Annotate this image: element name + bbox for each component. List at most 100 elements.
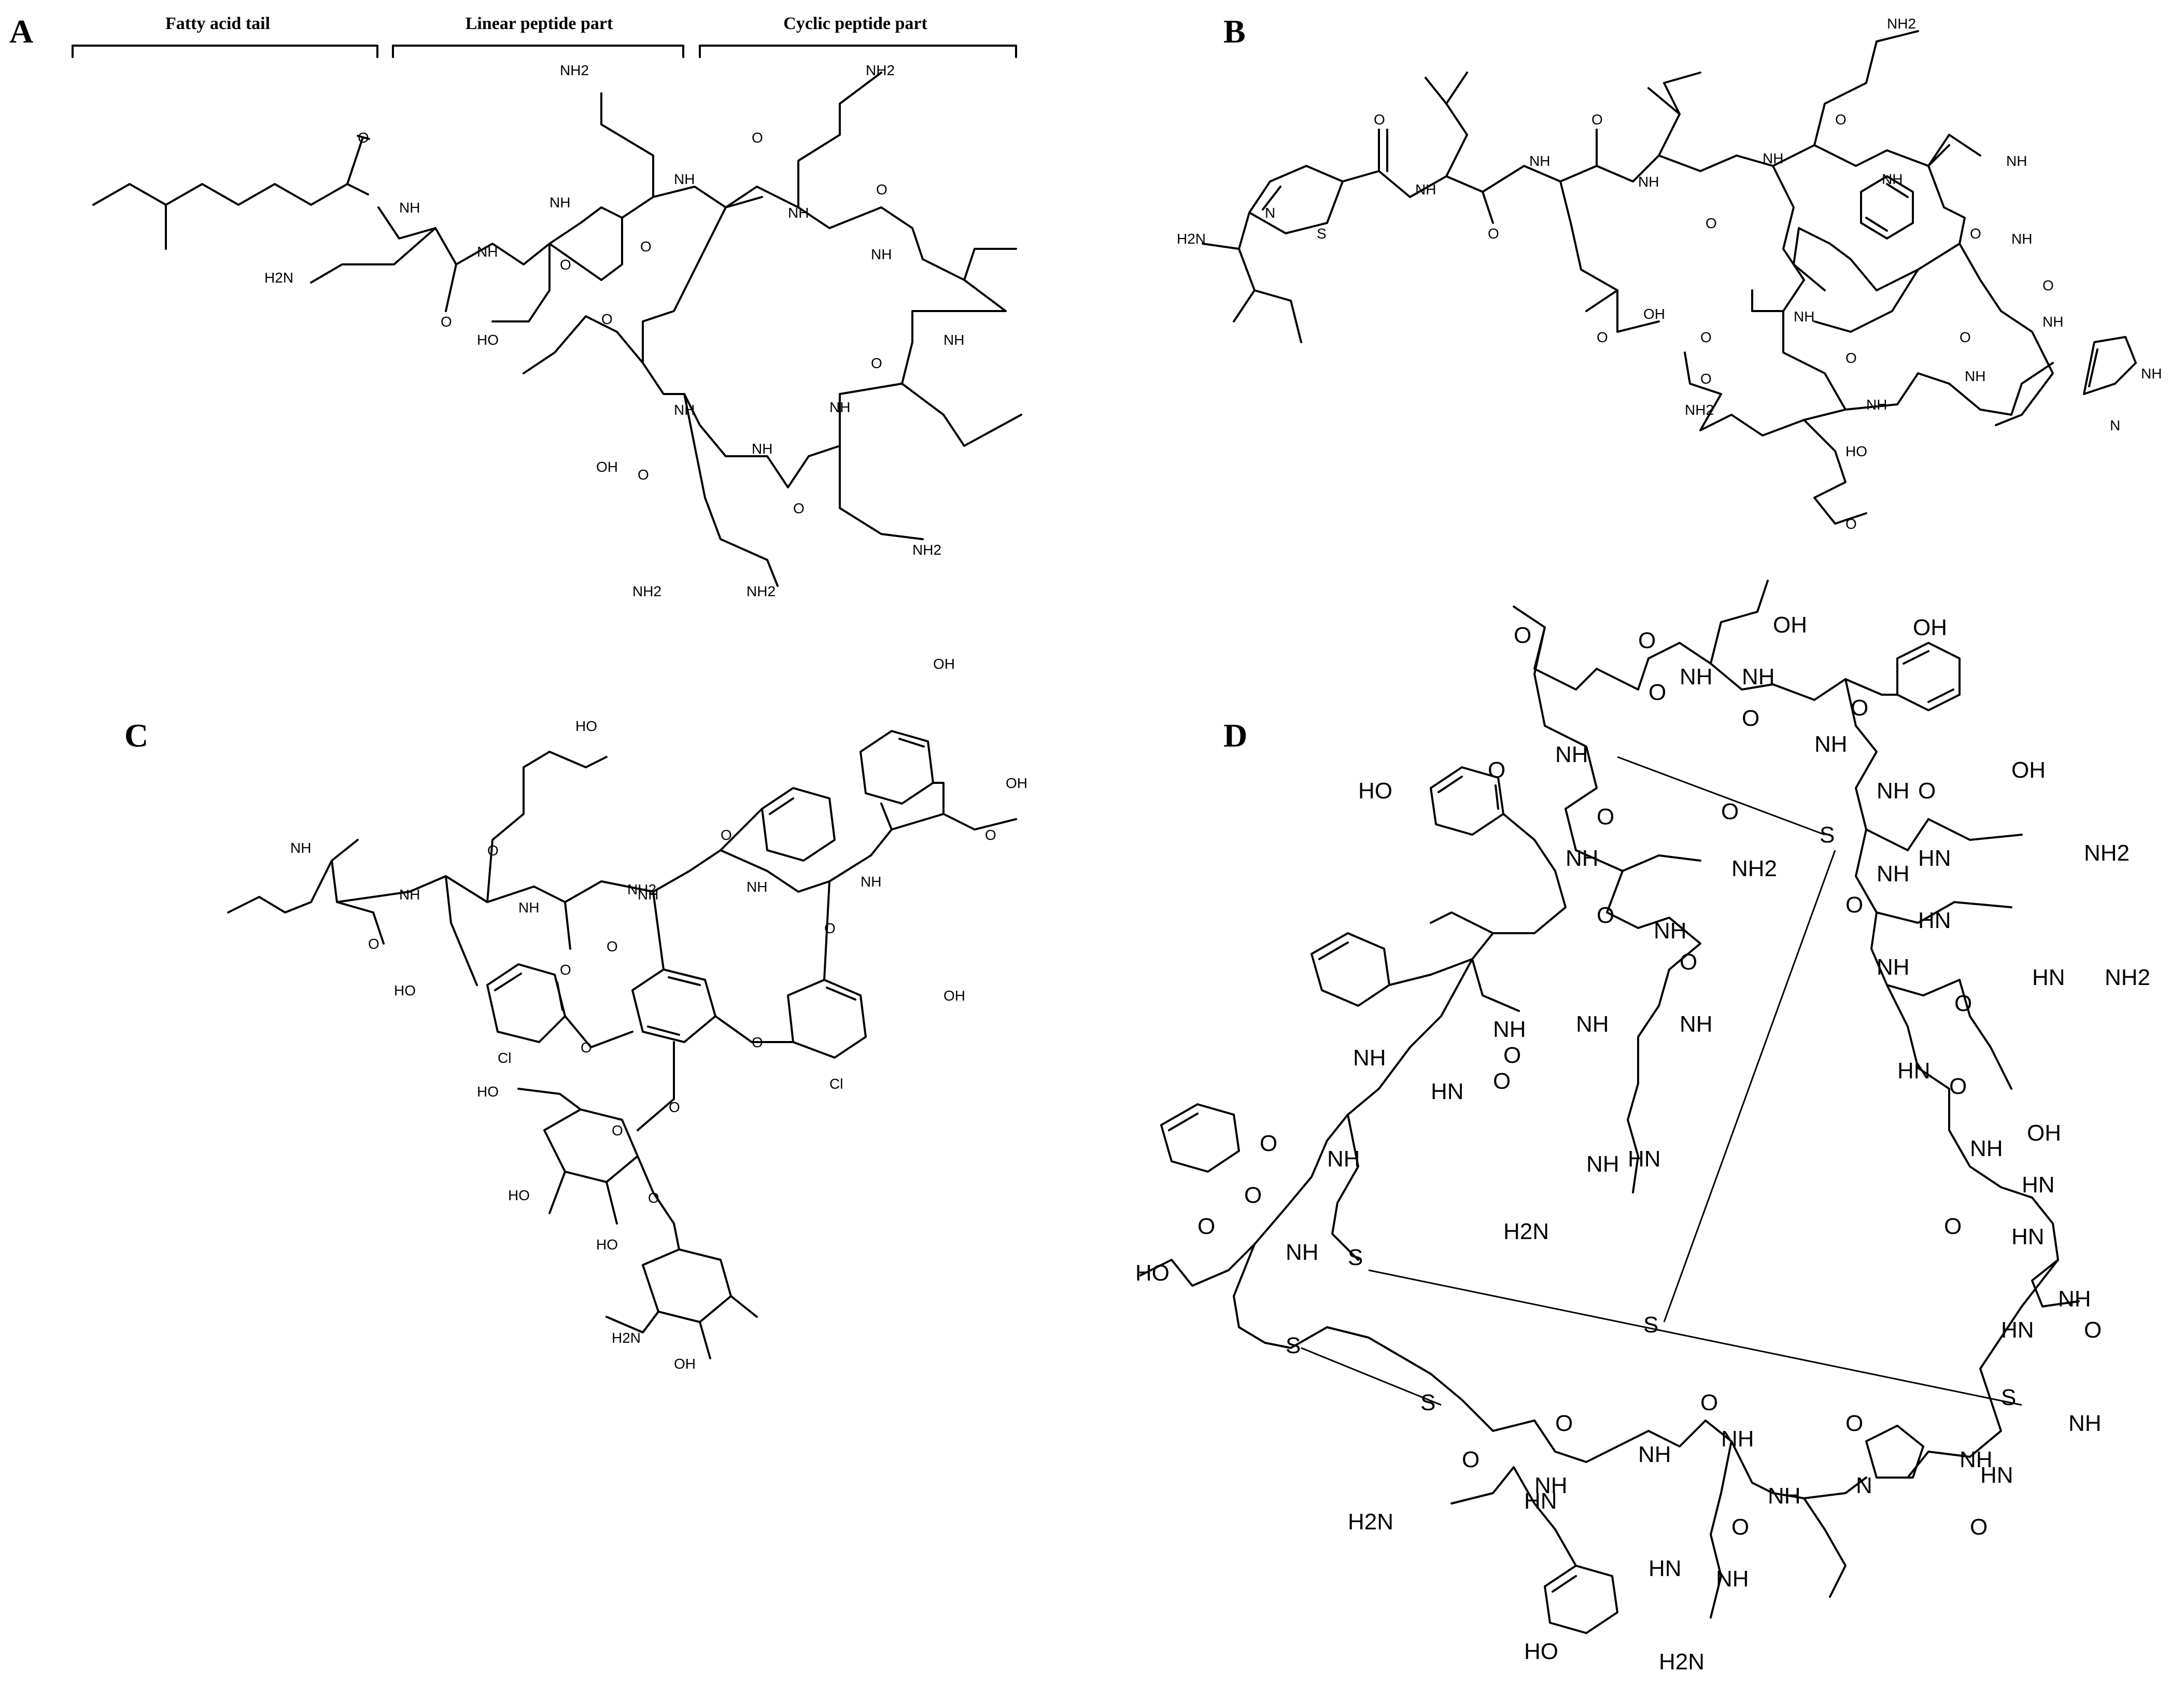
phe-ring: [1160, 1103, 1240, 1173]
atom-label: O: [1700, 371, 1712, 387]
atom-label: S: [1348, 1245, 1363, 1270]
panel-c-letter: C: [124, 717, 148, 754]
atom-label: HO: [508, 1187, 530, 1203]
atom-label: O: [752, 130, 763, 146]
atom-label: HO: [477, 332, 499, 348]
atom-label: O: [1244, 1183, 1262, 1208]
atom-label: O: [669, 1099, 680, 1115]
atom-label: O: [1591, 111, 1603, 128]
atom-label: NH2: [1731, 856, 1777, 881]
atom-label: NH: [2006, 153, 2027, 169]
atom-label: NH: [2042, 314, 2063, 330]
panel-b: B N S H2N NH NH NH NH NH NH NH NH NH NH …: [1177, 13, 2162, 532]
disulfide-bridge: [1368, 1269, 2022, 1406]
atom-label: NH: [1534, 1473, 1568, 1498]
atom-label: O: [1260, 1131, 1277, 1156]
atom-label: HN: [2001, 1317, 2034, 1343]
atom-label: O: [1197, 1214, 1215, 1239]
atom-label: N: [1265, 205, 1275, 221]
region-label-linear: Linear peptide part: [466, 14, 613, 33]
atom-label: NH: [943, 332, 964, 348]
atom-label: NH: [1576, 1011, 1609, 1037]
atom-label: NH: [1493, 1017, 1526, 1042]
atom-label: O: [358, 130, 369, 146]
chlorophenyl-ring-right: [787, 979, 867, 1059]
atom-label: Cl: [829, 1076, 843, 1092]
atom-label: H2N: [264, 270, 293, 286]
atom-label: O: [1700, 329, 1712, 345]
atom-label: NH: [1866, 397, 1887, 413]
atom-label: O: [601, 311, 613, 327]
panel-a-letter: A: [9, 13, 33, 50]
atom-label: O: [487, 842, 499, 859]
atom-label: O: [1742, 706, 1759, 731]
atom-label: O: [560, 962, 571, 978]
atom-label: NH: [638, 887, 658, 903]
region-label-fatty-acid: Fatty acid tail: [165, 14, 270, 33]
atom-label: NH: [674, 402, 695, 418]
atom-label: S: [1820, 822, 1835, 848]
atom-label: O: [1680, 949, 1697, 975]
atom-label: O: [876, 181, 887, 198]
atom-label: NH2: [746, 583, 776, 599]
atom-label: O: [1949, 1074, 1967, 1099]
atom-label: OH: [1773, 612, 1807, 638]
atom-label: O: [985, 827, 996, 843]
atom-label: O: [2042, 277, 2054, 293]
atom-label: HO: [477, 1084, 499, 1100]
atom-label: NH: [1555, 742, 1588, 767]
atom-label: NH: [1965, 368, 1985, 384]
atom-label: NH: [2068, 1411, 2102, 1436]
atom-label: NH: [1529, 153, 1550, 169]
atom-label: NH: [1286, 1240, 1319, 1265]
atom-label: NH: [1566, 846, 1599, 871]
atom-label: NH: [1742, 664, 1775, 690]
atom-label: NH2: [560, 62, 589, 78]
atom-label: NH: [2058, 1286, 2091, 1312]
atom-label: O: [1597, 903, 1614, 928]
atom-label: NH2: [2084, 840, 2130, 866]
atom-label: O: [1835, 111, 1847, 128]
fatty-acid-bracket: [72, 45, 378, 58]
atom-label: O: [824, 920, 836, 936]
atom-label: O: [1597, 329, 1608, 345]
atom-label: O: [612, 1122, 623, 1138]
atom-label: NH: [1960, 1447, 1993, 1472]
atom-label: O: [560, 257, 571, 273]
atom-label: OH: [2011, 757, 2046, 783]
atom-label: NH: [399, 887, 420, 903]
atom-label: O: [1845, 516, 1857, 532]
atom-label: HN: [1897, 1058, 1931, 1084]
atom-label: O: [1918, 778, 1936, 804]
atom-label: S: [1420, 1390, 1435, 1415]
atom-label: HN: [1648, 1556, 1682, 1581]
panel-b-letter: B: [1223, 13, 1246, 50]
atom-label: O: [1731, 1514, 1749, 1540]
thiazoline-ring: [1248, 165, 1344, 234]
glucose-ring: [543, 1108, 639, 1183]
atom-label: NH: [871, 246, 892, 262]
atom-label: NH: [1680, 664, 1713, 690]
chlorophenyl-ring-left: [486, 963, 566, 1043]
panel-d-letter: D: [1223, 717, 1247, 754]
atom-label: OH: [596, 459, 618, 475]
vancosamine-ring: [642, 1248, 732, 1323]
atom-label: O: [1721, 799, 1739, 824]
atom-label: NH: [477, 244, 498, 260]
atom-label: O: [638, 467, 649, 483]
atom-label: NH: [788, 205, 809, 221]
atom-label: HO: [596, 1236, 618, 1253]
atom-label: NH: [549, 194, 570, 210]
atom-label: Cl: [498, 1050, 511, 1066]
atom-label: O: [1706, 215, 1717, 231]
atom-label: O: [607, 938, 618, 954]
atom-label: NH2: [1685, 402, 1714, 418]
atom-label: NH: [1768, 1483, 1801, 1509]
atom-label: NH: [829, 399, 850, 415]
atom-label: S: [1286, 1333, 1301, 1358]
atom-label: O: [1514, 623, 1531, 648]
atom-label: NH2: [2105, 965, 2150, 990]
atom-label: NH: [746, 879, 767, 895]
atom-label: HN: [1918, 908, 1951, 933]
atom-label: HN: [2032, 965, 2065, 990]
